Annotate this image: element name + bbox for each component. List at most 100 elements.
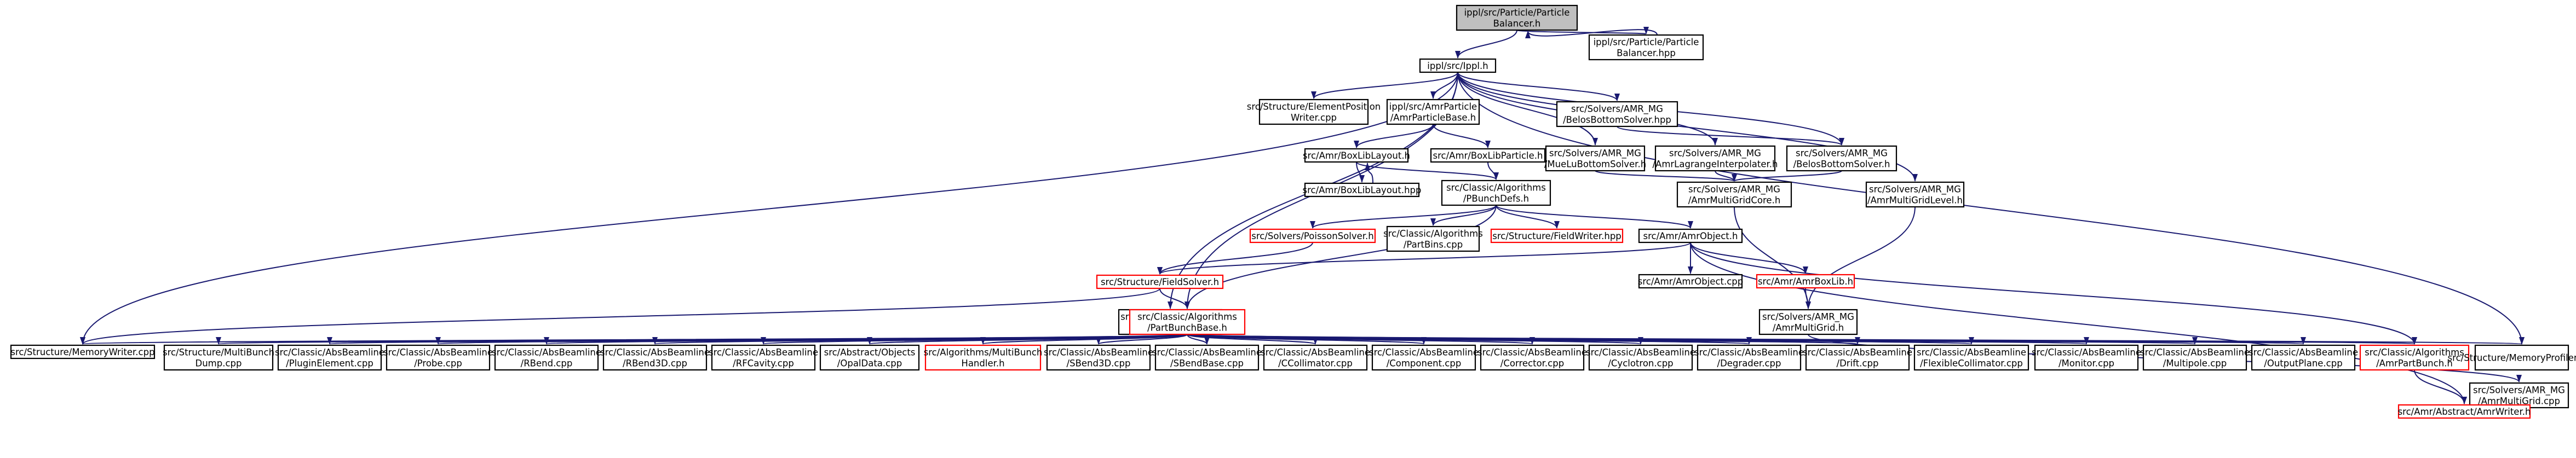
node-box[interactable] xyxy=(1480,344,1585,371)
graph-node-n_sbend3d[interactable]: src/Classic/AbsBeamline/SBend3D.cpp xyxy=(1044,344,1153,371)
graph-node-n_rbend3d[interactable]: src/Classic/AbsBeamline/RBend3D.cpp xyxy=(600,344,710,371)
node-box[interactable] xyxy=(1249,228,1376,244)
node-box[interactable] xyxy=(1638,228,1743,244)
node-box[interactable] xyxy=(2474,344,2569,371)
node-box[interactable] xyxy=(1490,228,1624,244)
graph-node-n_fieldsolver[interactable]: src/Structure/FieldSolver.h xyxy=(1096,274,1224,289)
node-box[interactable] xyxy=(1545,145,1646,172)
graph-node-n_rfcavity[interactable]: src/Classic/AbsBeamline/RFCavity.cpp xyxy=(709,344,818,371)
node-box[interactable] xyxy=(277,344,382,371)
graph-node-n_yt[interactable]: src/Amr/Abstract/AmrWriter.h xyxy=(2397,404,2531,419)
graph-node-n_ippl[interactable]: ippl/src/Ippl.h xyxy=(1419,58,1497,73)
node-box[interactable] xyxy=(1588,344,1693,371)
graph-node-n_amrobject[interactable]: src/Amr/AmrObject.h xyxy=(1638,228,1743,244)
graph-node-n_opaldata[interactable]: src/Abstract/Objects/OpalData.cpp xyxy=(819,344,920,371)
node-box[interactable] xyxy=(1430,148,1546,163)
graph-node-n_flexcoll[interactable]: src/Classic/AbsBeamline/FlexibleCollimat… xyxy=(1913,344,2029,371)
node-box[interactable] xyxy=(1154,344,1260,371)
node-label-line: Writer.cpp xyxy=(1291,113,1337,123)
graph-node-n_fmhpp[interactable]: src/Structure/FieldWriter.hpp xyxy=(1490,228,1624,244)
graph-node-n_memprof[interactable]: src/Structure/MemoryProfiler.cpp xyxy=(2448,344,2576,371)
node-box[interactable] xyxy=(1758,309,1858,335)
graph-node-n_partbins[interactable]: src/Classic/Algorithms/PartBins.cpp xyxy=(1383,225,1483,252)
graph-node-n_mueluBS[interactable]: src/Solvers/AMR_MG/MueLuBottomSolver.h xyxy=(1544,145,1646,172)
graph-node-n_component[interactable]: src/Classic/AbsBeamline/Component.cpp xyxy=(1369,344,1479,371)
graph-node-n_drift[interactable]: src/Classic/AbsBeamline/Drift.cpp xyxy=(1803,344,1912,371)
graph-node-n_amrobj_cpp[interactable]: src/Amr/AmrObject.cpp xyxy=(1638,274,1744,289)
graph-node-n_probe[interactable]: src/Classic/AbsBeamline/Probe.cpp xyxy=(383,344,493,371)
node-box[interactable] xyxy=(1913,344,2029,371)
graph-node-n_outputplane[interactable]: src/Classic/AbsBeamline/OutputPlane.cpp xyxy=(2249,344,2358,371)
graph-node-n_bbs_h[interactable]: src/Solvers/AMR_MG/BelosBottomSolver.h xyxy=(1786,145,1898,172)
node-box[interactable] xyxy=(1588,34,1704,61)
node-box[interactable] xyxy=(1304,182,1420,198)
graph-node-n_sllayout_hpp[interactable]: src/Amr/BoxLibLayout.hpp xyxy=(1302,182,1422,198)
node-box[interactable] xyxy=(1419,58,1497,73)
graph-node-n_pbunch[interactable]: src/Classic/Algorithms/PBunchDefs.h xyxy=(1441,179,1551,206)
node-box[interactable] xyxy=(1371,344,1476,371)
graph-node-n_multigrid_cpp[interactable]: src/Solvers/AMR_MG/AmrMultiGrid.cpp xyxy=(2469,382,2569,409)
node-box[interactable] xyxy=(494,344,599,371)
graph-node-n_gridlevel[interactable]: src/Solvers/AMR_MG/AmrMultiGridLevel.h xyxy=(1865,181,1965,208)
graph-node-n_sllayout[interactable]: src/Amr/BoxLibLayout.h xyxy=(1303,148,1410,163)
node-box[interactable] xyxy=(924,344,1042,371)
node-box[interactable] xyxy=(2034,344,2139,371)
node-box[interactable] xyxy=(1304,148,1409,163)
node-box[interactable] xyxy=(1805,344,1910,371)
node-box[interactable] xyxy=(163,344,274,371)
node-box[interactable] xyxy=(1756,274,1855,289)
graph-node-n_plugin[interactable]: src/Classic/AbsBeamline/PluginElement.cp… xyxy=(275,344,384,371)
node-box[interactable] xyxy=(386,344,491,371)
graph-node-n_cyclotron[interactable]: src/Classic/AbsBeamline/Cyclotron.cpp xyxy=(1586,344,1695,371)
node-label-line: /AmrMultiGridLevel.h xyxy=(1867,195,1963,206)
node-box[interactable] xyxy=(1386,98,1480,125)
node-box[interactable] xyxy=(1441,179,1551,206)
graph-node-n_rbend[interactable]: src/Classic/AbsBeamline/RBend.cpp xyxy=(492,344,601,371)
node-box[interactable] xyxy=(2469,382,2569,409)
graph-node-n_multigrid[interactable]: src/Solvers/AMR_MG/AmrMultiGrid.h xyxy=(1758,309,1858,335)
node-box[interactable] xyxy=(1786,145,1898,172)
graph-node-n_sbendbase[interactable]: src/Classic/AbsBeamline/SBendBase.cpp xyxy=(1152,344,1262,371)
node-box[interactable] xyxy=(1697,344,1802,371)
node-box[interactable] xyxy=(1654,145,1776,172)
node-box[interactable] xyxy=(1556,101,1678,127)
node-box[interactable] xyxy=(1865,181,1965,208)
node-box[interactable] xyxy=(2142,344,2247,371)
node-box[interactable] xyxy=(1386,225,1480,252)
graph-node-n_multipole[interactable]: src/Classic/AbsBeamline/Multipole.cpp xyxy=(2140,344,2250,371)
graph-node-n_memwriter[interactable]: src/Structure/MemoryWriter.cpp xyxy=(10,344,156,360)
graph-node-n_bbs_hpp[interactable]: src/Solvers/AMR_MG/BelosBottomSolver.hpp xyxy=(1556,101,1678,127)
graph-node-n_poisson[interactable]: src/Solvers/PoissonSolver.h xyxy=(1249,228,1376,244)
node-box[interactable] xyxy=(1638,274,1743,289)
graph-node-n_degrader[interactable]: src/Classic/AbsBeamline/Degrader.cpp xyxy=(1694,344,1804,371)
graph-node-n_gridcore[interactable]: src/Solvers/AMR_MG/AmrMultiGridCore.h xyxy=(1676,181,1792,208)
graph-node-n_slparticle[interactable]: src/Amr/BoxLibParticle.h xyxy=(1430,148,1546,163)
graph-node-n_lagrange[interactable]: src/Solvers/AMR_MG/AmrLagrangeInterpolat… xyxy=(1652,145,1778,172)
node-box[interactable] xyxy=(1258,98,1369,125)
node-box[interactable] xyxy=(1096,274,1224,289)
node-box[interactable] xyxy=(711,344,816,371)
graph-node-n_pbbase[interactable]: src/Classic/Algorithms/PartBunchBase.h xyxy=(1129,309,1246,335)
node-box[interactable] xyxy=(1263,344,1368,371)
node-box[interactable] xyxy=(1129,309,1246,335)
graph-node-n_corrector[interactable]: src/Classic/AbsBeamline/Corrector.cpp xyxy=(1477,344,1587,371)
node-box[interactable] xyxy=(819,344,920,371)
node-box[interactable] xyxy=(602,344,708,371)
node-box[interactable] xyxy=(2359,344,2470,371)
node-box[interactable] xyxy=(2251,344,2356,371)
node-box[interactable] xyxy=(1046,344,1151,371)
graph-node-n_amrpartbunch[interactable]: src/Classic/Algorithms/AmrPartBunch.h xyxy=(2359,344,2470,371)
node-box[interactable] xyxy=(10,344,156,360)
graph-node-n_ccollimator[interactable]: src/Classic/AbsBeamline/CCollimator.cpp xyxy=(1261,344,1370,371)
graph-node-n_amrpb[interactable]: ippl/src/AmrParticle/AmrParticleBase.h xyxy=(1386,98,1480,125)
graph-node-n_monitor[interactable]: src/Classic/AbsBeamline/Monitor.cpp xyxy=(2032,344,2141,371)
node-box[interactable] xyxy=(1676,181,1792,208)
graph-node-n_boxlib[interactable]: src/Amr/AmrBoxLib.h xyxy=(1756,274,1855,289)
node-box[interactable] xyxy=(1456,4,1578,31)
node-box[interactable] xyxy=(2397,404,2531,419)
